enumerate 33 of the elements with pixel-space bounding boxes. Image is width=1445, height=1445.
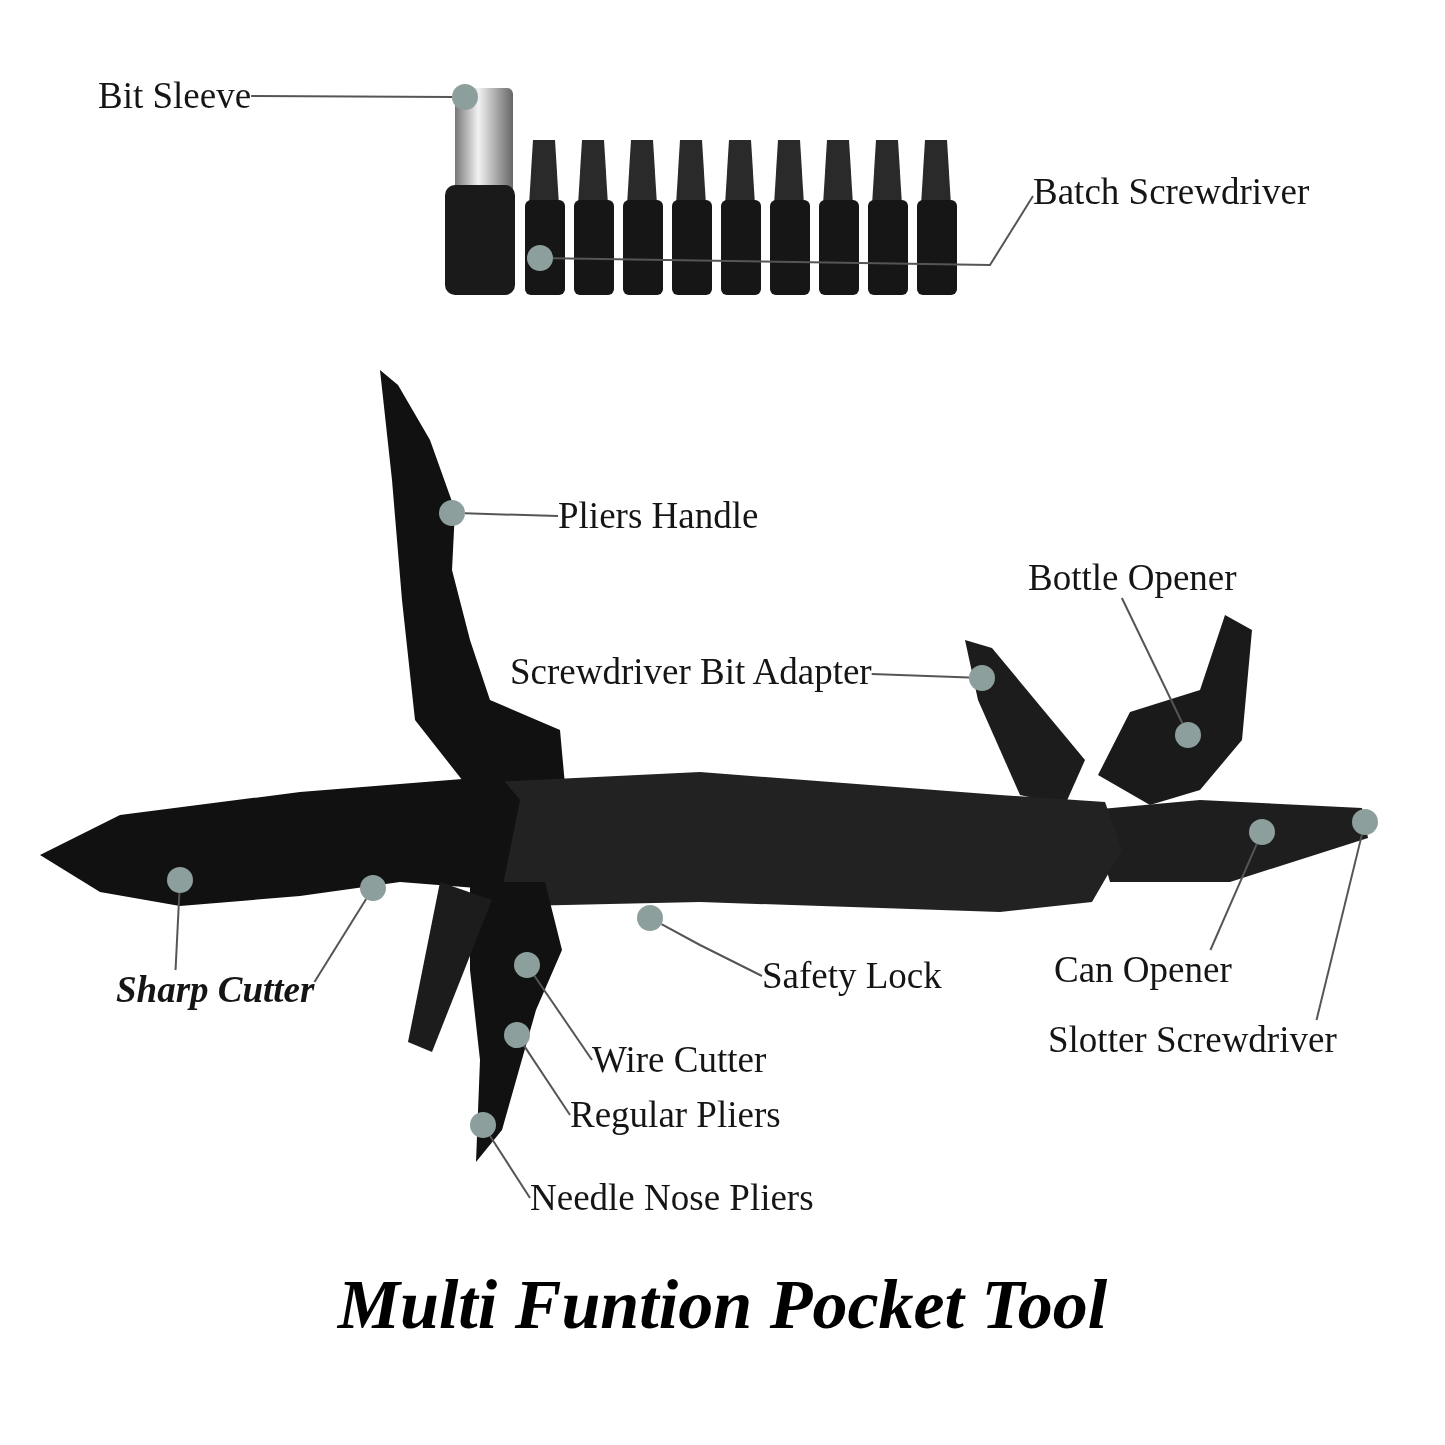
leader-dot (969, 665, 995, 691)
part-label: Bottle Opener (1028, 558, 1237, 598)
leader-line (250, 95, 453, 98)
part-label: Slotter Screwdriver (1048, 1020, 1337, 1060)
leader-line (870, 673, 970, 679)
leader-line (1209, 842, 1258, 951)
part-label: Regular Pliers (570, 1095, 781, 1135)
leader-line (660, 923, 763, 977)
leader-dot (637, 905, 663, 931)
leader-line (1120, 597, 1184, 725)
part-label: Wire Cutter (592, 1040, 767, 1080)
part-label: Pliers Handle (558, 496, 759, 536)
part-label: Batch Screwdriver (1033, 172, 1310, 212)
leader-dot (439, 500, 465, 526)
part-label: Can Opener (1054, 950, 1232, 990)
leader-dot (1352, 809, 1378, 835)
leader-line (464, 512, 559, 517)
leader-dot (360, 875, 386, 901)
leader-line (489, 1134, 531, 1199)
part-label: Sharp Cutter (116, 970, 315, 1010)
leader-line (533, 974, 593, 1061)
leader-dot (452, 84, 478, 110)
leader-line (174, 892, 181, 971)
part-label: Screwdriver Bit Adapter (510, 652, 872, 692)
part-label: Bit Sleeve (98, 76, 252, 116)
part-label: Safety Lock (762, 956, 942, 996)
leader-line (552, 195, 1034, 266)
part-label: Needle Nose Pliers (530, 1178, 814, 1218)
leader-line (523, 1044, 571, 1116)
leader-line (1315, 833, 1363, 1021)
leader-line (313, 898, 368, 983)
diagram-title: Multi Funtion Pocket Tool (336, 1265, 1109, 1345)
leader-dot (470, 1112, 496, 1138)
